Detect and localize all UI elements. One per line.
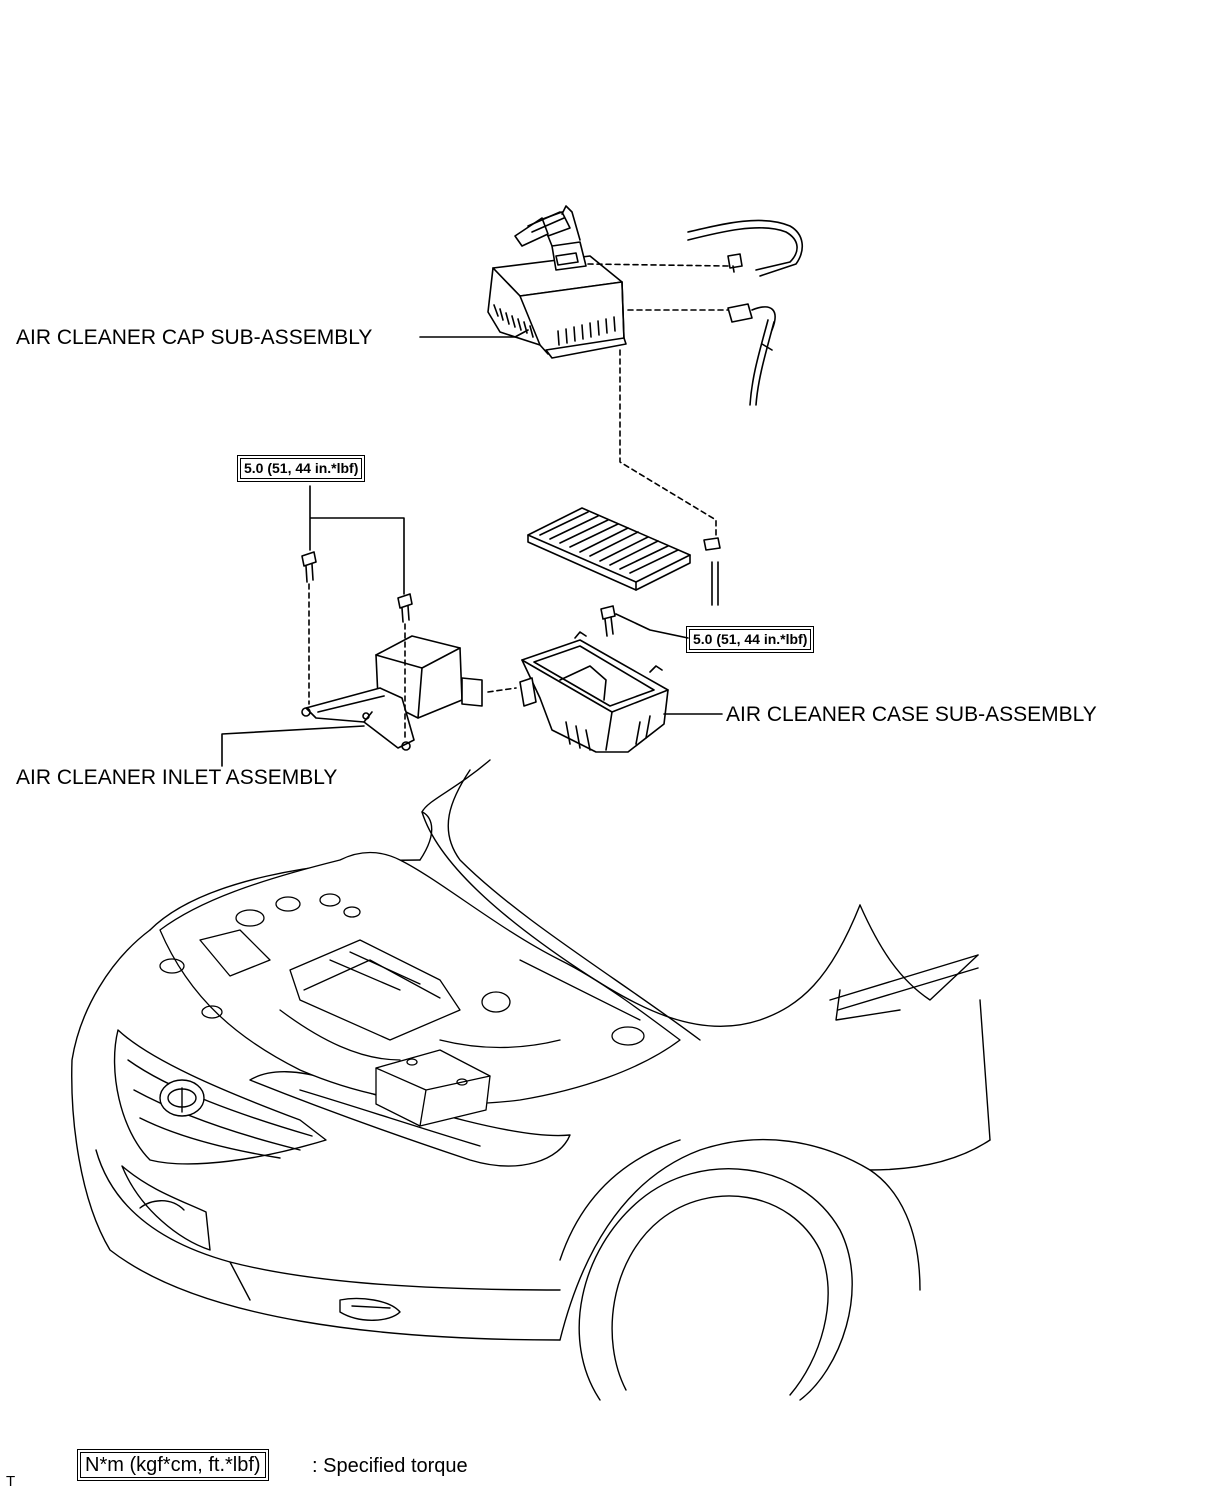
- inlet-torque-bracket: [309, 485, 405, 595]
- case-bolt-leader-line: [615, 613, 689, 639]
- torque-legend-text: : Specified torque: [312, 1455, 468, 1477]
- torque-legend-box: N*m (kgf*cm, ft.*lbf): [77, 1449, 269, 1481]
- air-cleaner-cap-drawing: [487, 205, 627, 359]
- air-cleaner-case-label: AIR CLEANER CASE SUB-ASSEMBLY: [726, 703, 1097, 726]
- breather-hose-drawing: [687, 219, 803, 277]
- case-inlet-dashed-line: [487, 687, 517, 693]
- inlet-bolt-right-drawing: [397, 593, 413, 623]
- vent-pipe-drawing: [703, 537, 721, 606]
- engine-bay-outline: [159, 851, 681, 1127]
- inlet-bolt-dashed-lines: [308, 583, 406, 741]
- air-cleaner-inlet-label: AIR CLEANER INLET ASSEMBLY: [16, 766, 338, 789]
- corner-mark: T: [6, 1473, 16, 1490]
- case-bolt-torque-spec: 5.0 (51, 44 in.*lbf): [685, 625, 815, 654]
- air-cleaner-inlet-drawing: [301, 635, 483, 751]
- inlet-leader-line: [221, 725, 365, 767]
- air-cleaner-case-drawing: [519, 631, 669, 753]
- cap-leader-line: [419, 329, 529, 338]
- cap-attachment-lines: [587, 263, 729, 537]
- air-filter-element-drawing: [527, 507, 691, 591]
- sensor-connector-drawing: [727, 303, 776, 406]
- vehicle-front-outline: [71, 759, 991, 1401]
- air-cleaner-cap-label: AIR CLEANER CAP SUB-ASSEMBLY: [16, 326, 373, 349]
- inlet-bolt-torque-spec: 5.0 (51, 44 in.*lbf): [236, 454, 366, 483]
- inlet-bolt-left-drawing: [301, 551, 317, 583]
- case-bolt-drawing: [600, 605, 616, 637]
